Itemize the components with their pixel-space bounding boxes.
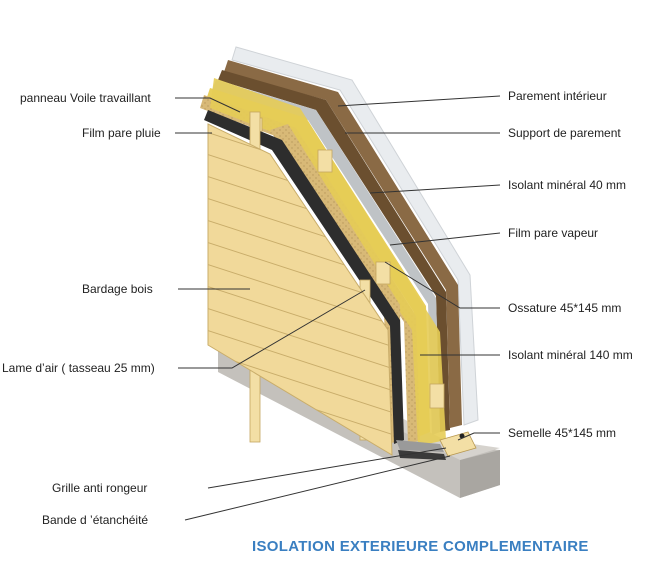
- label-isolant-140: Isolant minéral 140 mm: [508, 348, 633, 362]
- label-voile-travaillant: panneau Voile travaillant: [20, 91, 151, 105]
- studs: [249, 117, 445, 409]
- rodent-grille: [396, 440, 444, 452]
- label-isolant-40: Isolant minéral 40 mm: [508, 178, 627, 192]
- label-support-parement: Support de parement: [508, 126, 621, 140]
- label-ossature: Ossature 45*145 mm: [508, 301, 622, 315]
- label-pare-vapeur: Film pare vapeur: [508, 226, 599, 240]
- rain-barrier-film: [204, 110, 404, 444]
- leader-lines-right: [337, 95, 501, 441]
- interior-facing-layer: [231, 46, 479, 426]
- label-semelle: Semelle 45*145 mm: [508, 426, 617, 440]
- diagram-title: ISOLATION EXTERIEURE COMPLEMENTAIRE: [252, 538, 589, 555]
- label-bardage-bois: Bardage bois: [82, 282, 153, 296]
- label-parement-interieur: Parement intérieur: [508, 89, 607, 103]
- label-lame-air: Lame d’air ( tasseau 25 mm): [2, 361, 155, 375]
- label-grille-anti-rongeur: Grille anti rongeur: [52, 481, 148, 495]
- wood-siding: [207, 123, 393, 456]
- leader-lines-left: [175, 97, 451, 521]
- sealing-band: [398, 450, 446, 460]
- label-bande-etancheite: Bande d ’étanchéité: [42, 513, 149, 527]
- label-film-pare-pluie: Film pare pluie: [82, 126, 161, 140]
- sole-plate: [439, 431, 477, 457]
